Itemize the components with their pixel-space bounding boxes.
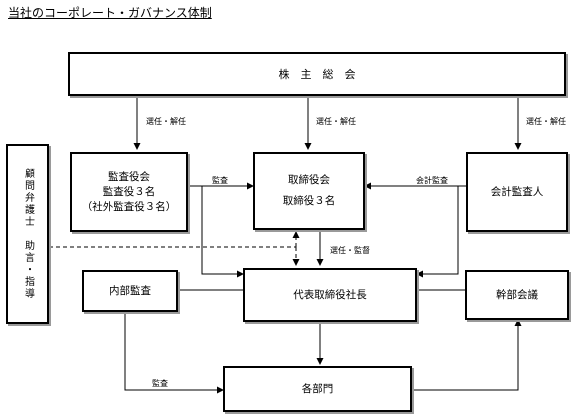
audit-board-members: 監査役３名 xyxy=(102,185,156,198)
president-label: 代表取締役社長 xyxy=(293,288,367,301)
accounting-auditor-box: 会計監査人 xyxy=(466,152,568,232)
elect-dismiss-label-3: 選任・解任 xyxy=(526,117,566,126)
accounting-audit-label: 会計監査 xyxy=(416,176,448,185)
president-box: 代表取締役社長 xyxy=(243,268,417,322)
audit-label-1: 監査 xyxy=(212,176,228,185)
audit-board-outside-members: （社外監査役３名） xyxy=(81,200,177,213)
arrow-accounting-president xyxy=(416,186,459,278)
board-members: 取締役３名 xyxy=(282,195,336,207)
advisor-box: 顧問弁護士 助言・指導 xyxy=(6,144,49,324)
audit-board-label: 監査役会 xyxy=(108,170,150,183)
advisor-label: 顧問弁護士 助言・指導 xyxy=(22,168,34,300)
shareholders-meeting-label: 株 主 総 会 xyxy=(278,67,356,81)
elect-supervise-label: 選任・監督 xyxy=(330,246,370,255)
departments-box: 各部門 xyxy=(223,366,412,412)
executive-meeting-box: 幹部会議 xyxy=(465,270,569,320)
internal-audit-box: 内部監査 xyxy=(82,270,178,312)
arrow-departments-executive xyxy=(412,319,522,391)
executive-meeting-label: 幹部会議 xyxy=(496,288,538,301)
arrow-audit-president xyxy=(201,186,244,278)
audit-label-2: 監査 xyxy=(152,379,168,388)
internal-audit-label: 内部監査 xyxy=(109,284,151,297)
departments-label: 各部門 xyxy=(301,382,334,395)
board-label: 取締役会 xyxy=(288,174,330,186)
elect-dismiss-label-2: 選任・解任 xyxy=(316,117,356,126)
board-of-directors-box: 取締役会 取締役３名 xyxy=(253,152,365,230)
arrow-internal-audit-departments xyxy=(124,312,224,394)
audit-board-box: 監査役会 監査役３名 （社外監査役３名） xyxy=(70,152,188,232)
shareholders-meeting-box: 株 主 総 会 xyxy=(68,52,566,96)
page-title: 当社のコーポレート・ガバナンス体制 xyxy=(8,6,212,20)
accounting-auditor-label: 会計監査人 xyxy=(490,185,544,198)
elect-dismiss-label-1: 選任・解任 xyxy=(146,117,186,126)
